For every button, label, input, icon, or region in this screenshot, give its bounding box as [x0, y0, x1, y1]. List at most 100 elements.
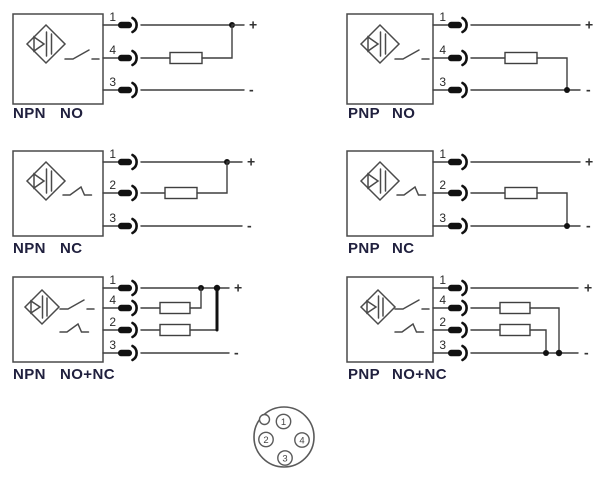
- diagram-pnp-no-nc: 1 + 4 2 3 - PNP NO+NC: [346, 273, 592, 383]
- wire: [536, 57, 568, 91]
- connector-pin-1: [275, 413, 292, 430]
- sensor-body: [12, 150, 104, 237]
- pin-number: 1: [439, 273, 446, 287]
- sensor-body: [12, 13, 104, 105]
- pin-number: 3: [439, 338, 446, 352]
- socket-arc-icon: [131, 299, 138, 317]
- plug-pin-icon: [118, 304, 132, 312]
- socket-arc-icon: [131, 217, 138, 235]
- wire: [201, 24, 233, 59]
- nc-switch-icon: [62, 185, 93, 196]
- plug-pin-icon: [448, 54, 462, 62]
- load-resistor: [504, 51, 538, 65]
- no-switch-icon: [394, 49, 430, 60]
- plug-pin-icon: [118, 21, 132, 29]
- socket-arc-icon: [461, 344, 468, 362]
- keyway-notch-icon: [258, 413, 271, 426]
- pin-number: 1: [109, 147, 116, 161]
- output-type-label: PNP: [348, 240, 380, 257]
- connector-pin-number: 4: [299, 435, 304, 446]
- plus-label: +: [234, 280, 242, 296]
- socket-arc-icon: [131, 153, 138, 171]
- output-type-label: NPN: [13, 240, 46, 257]
- proximity-sensor-icon: [23, 288, 61, 326]
- plus-label: +: [249, 17, 257, 33]
- proximity-sensor-icon: [359, 288, 397, 326]
- junction-dot: [543, 350, 549, 356]
- minus-label: -: [247, 218, 252, 234]
- pin-number: 3: [439, 75, 446, 89]
- socket-arc-icon: [461, 16, 468, 34]
- load-resistor: [499, 323, 531, 337]
- proximity-sensor-icon: [359, 160, 401, 202]
- wire: [196, 161, 228, 194]
- socket-arc-icon: [131, 49, 138, 67]
- pin-number: 2: [439, 178, 446, 192]
- diagram-pnp-no: 1 + 4 3 - PNP NO: [346, 10, 593, 122]
- output-function-label: NO: [392, 105, 415, 122]
- pin-number: 3: [109, 338, 116, 352]
- output-function-label: NC: [60, 240, 82, 257]
- connector-pin-3: [277, 450, 293, 466]
- socket-arc-icon: [461, 217, 468, 235]
- plug-pin-icon: [448, 86, 462, 94]
- no-switch-icon: [59, 299, 95, 310]
- socket-arc-icon: [461, 279, 468, 297]
- no-switch-icon: [394, 299, 430, 310]
- no-switch-icon: [64, 49, 100, 60]
- load-resistor: [499, 301, 531, 315]
- load-resistor: [169, 51, 203, 65]
- wire: [529, 307, 560, 354]
- socket-arc-icon: [131, 321, 138, 339]
- socket-arc-icon: [461, 153, 468, 171]
- minus-label: -: [249, 82, 254, 98]
- output-function-label: NO: [60, 105, 83, 122]
- minus-label: -: [234, 345, 239, 361]
- output-function-label: NO+NC: [60, 366, 115, 383]
- connector-pin-number: 2: [263, 435, 268, 446]
- plug-pin-icon: [118, 158, 132, 166]
- junction-dot: [564, 87, 570, 93]
- pin-number: 2: [439, 315, 446, 329]
- output-type-label: NPN: [13, 366, 46, 383]
- plug-pin-icon: [448, 304, 462, 312]
- pin-number: 3: [439, 211, 446, 225]
- output-type-label: NPN: [13, 105, 46, 122]
- pin-number: 4: [109, 43, 116, 57]
- minus-label: -: [586, 82, 591, 98]
- sensor-body: [346, 276, 434, 363]
- wire: [536, 192, 568, 227]
- socket-arc-icon: [461, 299, 468, 317]
- minus-label: -: [584, 345, 589, 361]
- pin-number: 4: [439, 293, 446, 307]
- plug-pin-icon: [448, 222, 462, 230]
- sensor-body: [12, 276, 104, 363]
- plug-pin-icon: [448, 189, 462, 197]
- load-resistor: [504, 186, 538, 200]
- plug-pin-icon: [118, 54, 132, 62]
- socket-arc-icon: [131, 344, 138, 362]
- pin-number: 4: [109, 293, 116, 307]
- plug-pin-icon: [448, 284, 462, 292]
- sensor-body: [346, 150, 434, 237]
- pin-number: 1: [109, 10, 116, 24]
- connector-pin-number: 3: [282, 453, 287, 464]
- nc-switch-icon: [396, 185, 427, 196]
- plug-pin-icon: [118, 222, 132, 230]
- plug-pin-icon: [118, 326, 132, 334]
- connector-pin-2: [258, 431, 274, 448]
- load-resistor: [159, 301, 191, 315]
- socket-arc-icon: [461, 81, 468, 99]
- plug-pin-icon: [118, 86, 132, 94]
- connector-pinout: 1 2 3 4: [253, 406, 315, 468]
- plus-label: +: [247, 154, 255, 170]
- load-resistor: [159, 323, 191, 337]
- output-type-label: PNP: [348, 366, 380, 383]
- minus-label: -: [586, 218, 591, 234]
- output-type-label: PNP: [348, 105, 380, 122]
- plus-label: +: [585, 17, 593, 33]
- plug-pin-icon: [448, 349, 462, 357]
- connector-pin-4: [294, 432, 310, 448]
- socket-arc-icon: [131, 184, 138, 202]
